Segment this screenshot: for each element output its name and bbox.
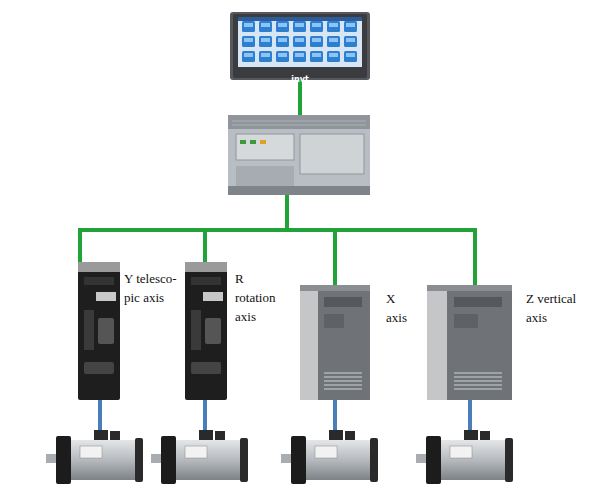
- servo-motor: [281, 430, 378, 484]
- drive-node: Y telesco- pic axis: [78, 262, 120, 400]
- servo-drive: [427, 285, 512, 400]
- motor-cable: [100, 400, 470, 431]
- axis-label: X axis: [386, 290, 416, 328]
- axis-label: Y telesco- pic axis: [124, 270, 178, 308]
- plc-controller: [228, 115, 370, 195]
- hmi-panel: [230, 12, 370, 80]
- label-holder: invt: [230, 68, 370, 86]
- axis-label: Z vertical axis: [526, 290, 578, 328]
- servo-motor: [151, 430, 248, 484]
- brand-logo: invt: [291, 75, 308, 84]
- servo-motor: [46, 430, 143, 484]
- servo-drive: [185, 262, 227, 400]
- servo-drive: [78, 262, 120, 400]
- axis-label: R rotation axis: [235, 270, 287, 327]
- servo-drive: [300, 285, 370, 400]
- drive-node: Z vertical axis: [427, 285, 512, 400]
- drive-node: R rotation axis: [185, 262, 227, 400]
- network-cable: [80, 80, 477, 285]
- drive-node: X axis: [300, 285, 370, 400]
- servo-motor: [416, 430, 513, 484]
